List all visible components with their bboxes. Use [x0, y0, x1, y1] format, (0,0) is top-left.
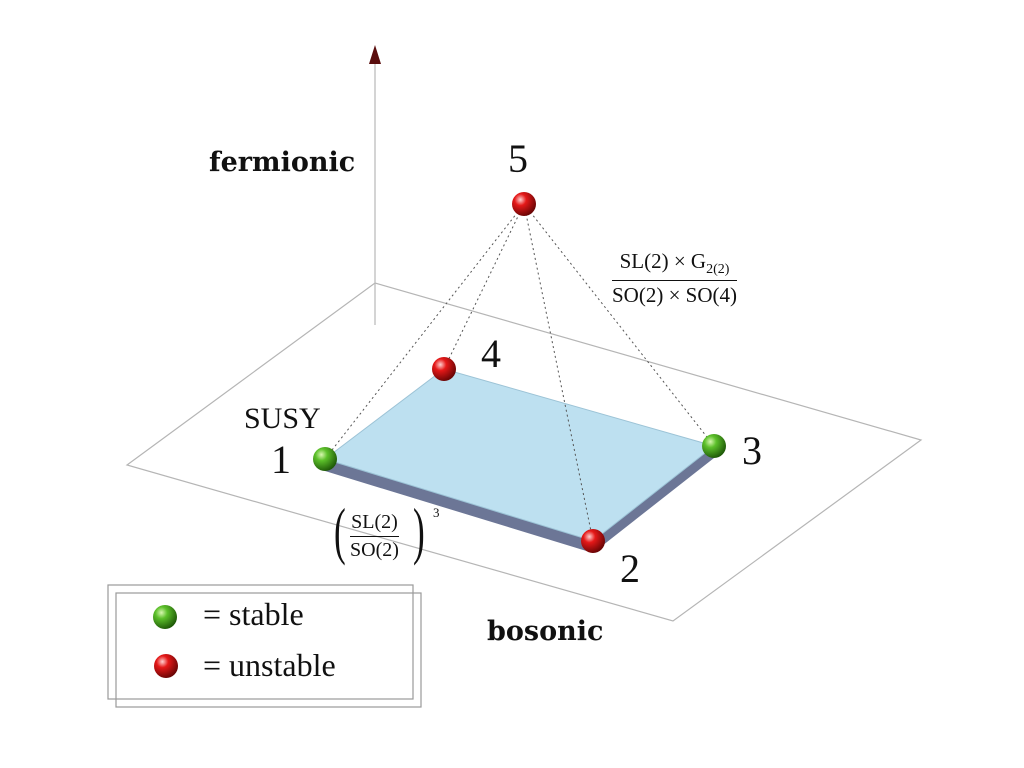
point-label-1: 1	[271, 437, 291, 482]
bosonic-plane	[125, 282, 923, 622]
legend-stable-label: = stable	[203, 596, 304, 632]
dotted-line-5-2	[523, 203, 594, 542]
coset-top-numerator-main: SL(2) × G	[619, 249, 707, 273]
face-edge	[325, 446, 714, 553]
dotted-lines	[324, 203, 715, 542]
coset-top-bar	[612, 280, 738, 282]
fermionic-label: fermionic	[209, 147, 355, 178]
coset-bottom-exponent: 3	[433, 505, 440, 520]
coset-bottom: ( SL(2) SO(2) ) 3	[334, 499, 444, 573]
bosonic-label: bosonic	[487, 616, 603, 647]
point-label-2: 2	[620, 546, 640, 591]
legend-frame-outer	[107, 584, 414, 700]
coset-top-denominator: SO(2) × SO(4)	[612, 283, 738, 308]
legend-frame-inner	[115, 592, 422, 708]
coset-bottom-bar	[350, 536, 399, 537]
point-label-3: 3	[742, 428, 762, 473]
legend-unstable-label: = unstable	[203, 647, 336, 683]
coset-top-numerator-sub: 2(2)	[706, 262, 730, 278]
susy-label: SUSY	[244, 402, 321, 435]
point-1-ball	[313, 447, 337, 471]
dotted-line-5-4	[443, 203, 525, 370]
coset-bottom-denominator: SO(2)	[350, 539, 399, 561]
dotted-line-5-3	[523, 203, 715, 447]
point-label-5: 5	[508, 136, 528, 181]
point-4-ball	[432, 357, 456, 381]
dotted-line-5-1	[324, 203, 525, 460]
legend-unstable-ball	[154, 654, 178, 678]
point-3-ball	[702, 434, 726, 458]
coset-bottom-numerator: SL(2)	[351, 511, 398, 533]
point-5-ball	[512, 192, 536, 216]
point-2-ball	[581, 529, 605, 553]
coset-bottom-close-paren: )	[413, 495, 425, 566]
coset-top: SL(2) × G2(2) SO(2) × SO(4)	[612, 249, 738, 308]
point-label-4: 4	[481, 331, 501, 376]
coset-top-numerator: SL(2) × G2(2)	[612, 249, 737, 278]
axis-arrow-head	[369, 45, 381, 64]
coset-bottom-fraction: SL(2) SO(2)	[350, 511, 399, 562]
coset-bottom-open-paren: (	[334, 495, 346, 566]
legend-stable-ball	[153, 605, 177, 629]
